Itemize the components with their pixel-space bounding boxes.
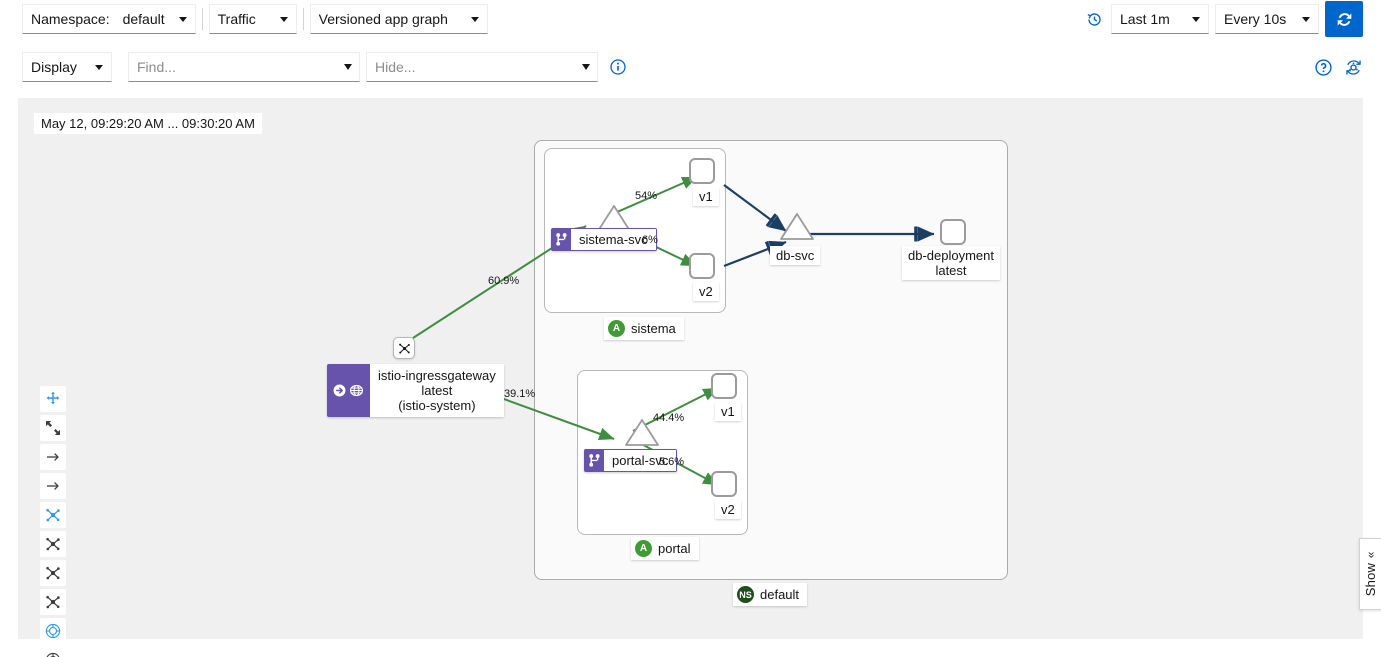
refresh-icon — [1337, 12, 1351, 26]
app-badge-icon: A — [608, 320, 625, 337]
chevron-down-icon — [95, 64, 103, 70]
hide-input[interactable] — [367, 53, 569, 81]
app-group-name: portal — [658, 540, 691, 556]
ingress-gateway-label: istio-ingressgateway latest (istio-syste… — [370, 364, 504, 417]
chevron-down-icon — [1192, 16, 1200, 22]
chevron-down-icon — [344, 64, 352, 70]
service-badge-label: sistema-svc — [571, 229, 656, 250]
primary-toolbar: Namespace: default Traffic Versioned app… — [0, 0, 1381, 38]
show-drawer-toggle[interactable]: Show « — [1359, 538, 1381, 610]
ingress-gateway-node[interactable]: istio-ingressgateway latest (istio-syste… — [327, 364, 504, 417]
arrow-right-icon[interactable] — [40, 444, 66, 470]
workload-node-sistema-v2[interactable] — [689, 253, 715, 279]
app-group-label-portal[interactable]: A portal — [631, 537, 699, 560]
hide-field[interactable] — [366, 52, 598, 82]
edge-portal-v1 — [632, 387, 719, 432]
toolbar-divider — [302, 8, 304, 30]
namespace-value: default — [122, 11, 165, 27]
edge-label-ingress-sistema: 60.9% — [488, 275, 520, 287]
edge-label-portal-v1: 44.4% — [653, 412, 685, 424]
toolbar-divider — [201, 8, 203, 30]
display-label: Display — [31, 59, 77, 75]
find-dropdown-toggle[interactable] — [337, 53, 359, 81]
workload-node-portal-v2[interactable] — [711, 471, 737, 497]
find-input[interactable] — [129, 53, 331, 81]
namespace-badge-icon: NS — [737, 586, 754, 603]
refresh-interval-selector[interactable]: Every 10s — [1215, 4, 1319, 34]
arrow-circle-right-icon — [333, 384, 346, 397]
service-badge-sistema-svc[interactable]: sistema-svc — [551, 228, 657, 251]
node-label-db-deployment: db-deployment latest — [902, 246, 1000, 280]
service-badge-label: portal-svc — [604, 450, 677, 471]
edge-label-sistema-v1: 54% — [635, 190, 658, 202]
find-field[interactable] — [128, 52, 360, 82]
hide-dropdown-toggle[interactable] — [575, 53, 597, 81]
service-node-portal-svc[interactable] — [624, 418, 660, 448]
namespace-group-label[interactable]: NS default — [733, 583, 808, 606]
show-drawer-label: Show « — [1363, 551, 1378, 596]
namespace-layout-alt-icon[interactable] — [40, 647, 66, 657]
edge-label-sistema-v2: 6% — [642, 234, 658, 246]
node-label-sistema-v1: v1 — [693, 187, 719, 206]
graph-legend-icon[interactable] — [1341, 55, 1365, 79]
refresh-button[interactable] — [1325, 1, 1363, 37]
time-range-selector[interactable]: Last 1m — [1111, 4, 1209, 34]
chevron-down-icon — [582, 64, 590, 70]
double-chevron-left-icon: « — [1363, 551, 1378, 559]
refresh-interval-value: Every 10s — [1224, 11, 1287, 27]
app-group-label-sistema[interactable]: A sistema — [604, 317, 684, 340]
graph-type-value: Versioned app graph — [318, 11, 448, 27]
workload-node-portal-v1[interactable] — [711, 373, 737, 399]
help-circle-icon[interactable] — [1311, 55, 1335, 79]
graph-type-selector[interactable]: Versioned app graph — [309, 4, 488, 34]
edge-label-portal-v2: 5.6% — [659, 456, 685, 468]
gateway-badge-icons — [327, 364, 370, 417]
virtual-service-icon — [552, 233, 571, 246]
node-label-db-svc: db-svc — [770, 246, 821, 265]
namespace-selector[interactable]: Namespace: default — [22, 4, 196, 34]
workload-node-db-deployment[interactable] — [940, 219, 966, 245]
fullscreen-icon[interactable] — [40, 415, 66, 441]
app-group-name: sistema — [631, 320, 676, 336]
edge-v1-dbsvc — [723, 184, 787, 232]
graph-timestamp: May 12, 09:29:20 AM ... 09:30:20 AM — [34, 113, 262, 134]
edge-sistema-v1 — [607, 176, 698, 217]
node-label-portal-v1: v1 — [715, 402, 741, 421]
gateway-globe-icon — [349, 384, 364, 397]
workload-node-sistema-v1[interactable] — [689, 158, 715, 184]
arrow-right-alt-icon[interactable] — [40, 473, 66, 499]
chevron-down-icon — [178, 16, 187, 22]
namespace-layout-icon[interactable] — [40, 618, 66, 644]
node-label-sistema-v2: v2 — [693, 282, 719, 301]
ingress-node-glyph[interactable] — [393, 337, 415, 359]
display-menu-button[interactable]: Display — [22, 52, 112, 82]
layout-concentric-icon[interactable] — [40, 589, 66, 615]
traffic-label: Traffic — [217, 11, 256, 27]
namespace-group-name: default — [760, 586, 800, 602]
show-label-text: Show — [1363, 563, 1378, 597]
app-badge-icon: A — [635, 540, 652, 557]
layout-dagre-icon[interactable] — [40, 502, 66, 528]
service-node-db-svc[interactable] — [779, 212, 815, 242]
chevron-down-icon — [470, 16, 479, 22]
graph-find-toolbar: Display — [0, 38, 1381, 96]
virtual-service-icon — [585, 454, 604, 467]
namespace-label: Namespace: — [31, 11, 110, 27]
node-label-portal-v2: v2 — [715, 500, 741, 519]
info-circle-icon[interactable] — [608, 57, 628, 77]
graph-tool-palette — [40, 386, 66, 657]
graph-canvas[interactable]: May 12, 09:29:20 AM ... 09:30:20 AM — [18, 98, 1363, 657]
traffic-selector[interactable]: Traffic — [208, 4, 297, 34]
time-range-value: Last 1m — [1120, 11, 1170, 27]
history-icon[interactable] — [1081, 6, 1107, 32]
layout-cola-icon[interactable] — [40, 531, 66, 557]
service-badge-portal-svc[interactable]: portal-svc — [584, 449, 678, 472]
chevron-down-icon — [279, 16, 288, 22]
edge-label-ingress-portal: 39.1% — [504, 388, 536, 400]
drag-pan-icon[interactable] — [40, 386, 66, 412]
layout-grid-icon[interactable] — [40, 560, 66, 586]
chevron-down-icon — [1302, 16, 1310, 22]
